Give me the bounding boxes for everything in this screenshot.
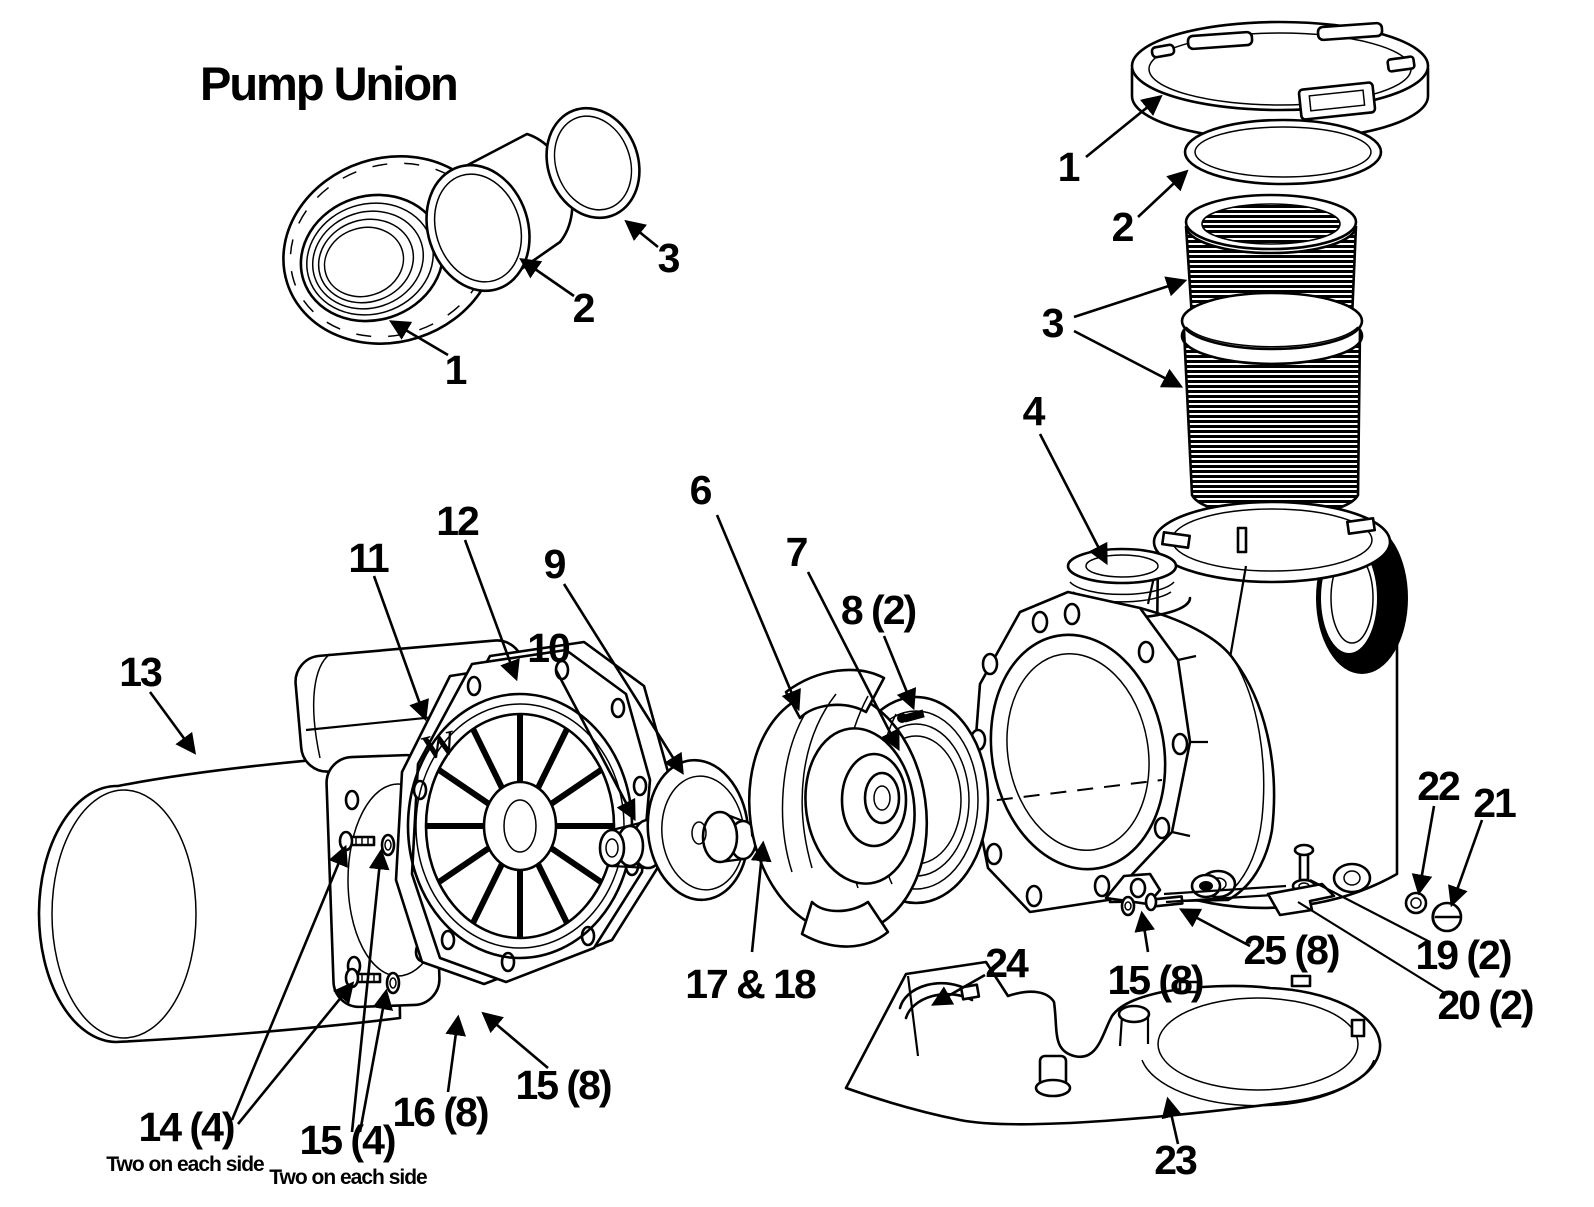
base-platform bbox=[1157, 997, 1359, 1091]
pump-housing bbox=[969, 500, 1463, 933]
base-pedestal bbox=[1117, 1004, 1151, 1047]
callout-seal: 9 bbox=[544, 541, 566, 587]
callout-impeller: 6 bbox=[690, 467, 712, 513]
seal-plate-spokes bbox=[426, 714, 614, 938]
callout-motor-washers: 15 (4) bbox=[299, 1117, 394, 1163]
drain-oring bbox=[1404, 891, 1428, 915]
flange-bolt-holes bbox=[969, 602, 1189, 908]
union-oring bbox=[545, 106, 641, 220]
motor-washer bbox=[380, 833, 396, 857]
basket-seat bbox=[1152, 500, 1392, 584]
callout-gasket: 11 bbox=[348, 535, 389, 581]
callout-shaft-seal: 10 bbox=[527, 625, 570, 671]
housing-flange bbox=[969, 590, 1208, 914]
callout-motor-bolts: 14 (4) bbox=[138, 1104, 233, 1150]
callout-diffuser-screws: 8 (2) bbox=[841, 587, 916, 633]
callout-seal-plate: 12 bbox=[436, 498, 479, 544]
callout-bracket: 20 (2) bbox=[1437, 982, 1532, 1028]
callout-drain-oring: 22 bbox=[1417, 763, 1460, 809]
pump-union-group bbox=[282, 106, 641, 345]
callout-drain-plug: 21 bbox=[1473, 780, 1516, 826]
housing-washer bbox=[1120, 895, 1136, 917]
lid-handle bbox=[1316, 21, 1384, 42]
motor-washer bbox=[385, 971, 401, 995]
diagram-title: Pump Union bbox=[200, 57, 457, 110]
strainer-lid-oring bbox=[1183, 118, 1383, 186]
callout-bracket-bolts: 19 (2) bbox=[1415, 932, 1510, 978]
callout-saddle: 24 bbox=[985, 940, 1029, 986]
callout-arrows bbox=[148, 94, 1484, 1145]
seal-plate-assembly: W bbox=[394, 640, 670, 986]
callout-plate-orings: 15 (8) bbox=[515, 1062, 610, 1108]
callout-base: 23 bbox=[1154, 1137, 1197, 1183]
callout-lid-oring: 2 bbox=[1112, 204, 1134, 250]
strainer-lid bbox=[1130, 20, 1430, 142]
diffuser-screw bbox=[897, 709, 925, 723]
callout-plate-washers: 16 (8) bbox=[392, 1089, 487, 1135]
callout-impeller-screw: 17 & 18 bbox=[685, 961, 816, 1007]
shaft-hub bbox=[482, 780, 558, 872]
impeller bbox=[747, 668, 929, 948]
drain-plug bbox=[1431, 901, 1463, 933]
callout-housing: 4 bbox=[1023, 388, 1046, 434]
callout-diffuser: 7 bbox=[786, 529, 807, 575]
strainer-basket bbox=[1180, 193, 1364, 519]
callout-motor-washers-note: Two on each side bbox=[269, 1166, 427, 1189]
lid-handle bbox=[1186, 30, 1254, 51]
callout-union-nut: 1 bbox=[445, 347, 467, 393]
callout-housing-bolts: 25 (8) bbox=[1243, 927, 1338, 973]
callout-lid: 1 bbox=[1058, 144, 1080, 190]
callout-housing-washers: 15 (8) bbox=[1107, 957, 1202, 1003]
bracket-assembly bbox=[1163, 843, 1372, 917]
callout-motor-bolts-note: Two on each side bbox=[106, 1153, 264, 1176]
bracket bbox=[1266, 882, 1336, 917]
base-foot bbox=[1034, 1054, 1072, 1098]
callout-basket: 3 bbox=[1042, 300, 1064, 346]
callout-labels: Pump Union 1 2 3 1 2 3 4 6 7 8 (2) 9 10 … bbox=[106, 57, 1535, 1189]
callout-motor: 13 bbox=[119, 649, 162, 695]
seal bbox=[646, 758, 758, 902]
callout-union-oring: 3 bbox=[658, 235, 680, 281]
lid-clamp bbox=[1297, 55, 1416, 121]
callout-union-tailpiece: 2 bbox=[573, 285, 595, 331]
base bbox=[844, 960, 1382, 1126]
